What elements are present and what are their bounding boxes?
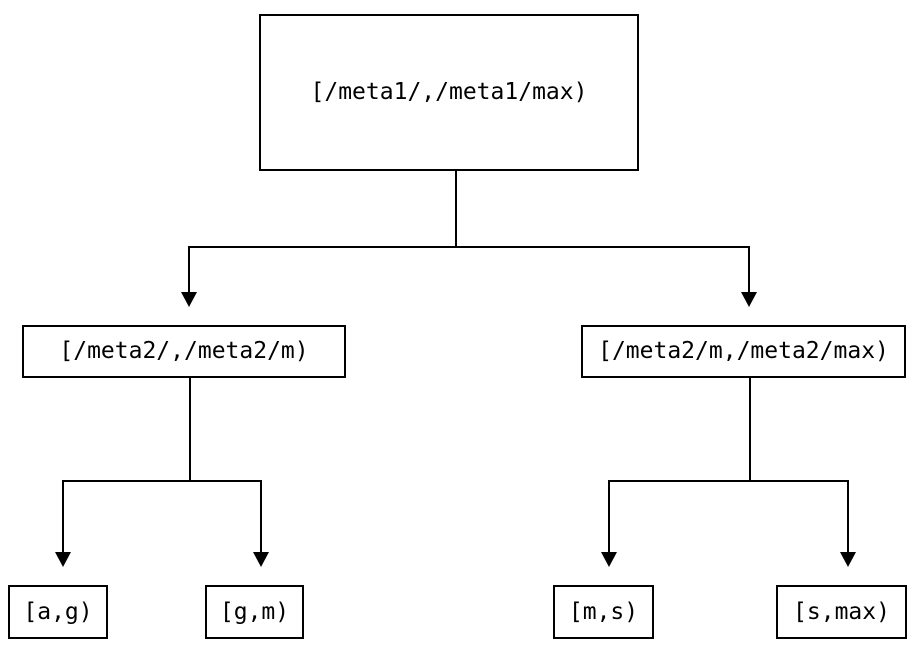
- arrowhead-to-right-node: [741, 292, 757, 307]
- node-leaf-gm: [g,m): [205, 585, 304, 639]
- arrowhead-to-leaf4: [840, 552, 856, 567]
- node-root-interval: [/meta1/,/meta1/max): [259, 14, 639, 171]
- node-leaf-smax: [s,max): [776, 585, 907, 639]
- node-right-label: [/meta2/m,/meta2/max): [598, 338, 889, 364]
- arrowhead-to-leaf2: [253, 552, 269, 567]
- arrowhead-to-leaf1: [55, 552, 71, 567]
- node-left-interval: [/meta2/,/meta2/m): [22, 325, 346, 378]
- node-leaf-ag-label: [a,g): [23, 598, 93, 625]
- node-leaf-smax-label: [s,max): [793, 598, 890, 625]
- node-leaf-ms: [m,s): [553, 585, 654, 639]
- node-left-label: [/meta2/,/meta2/m): [59, 338, 309, 364]
- arrowhead-to-leaf3: [601, 552, 617, 567]
- arrowhead-to-left-node: [181, 292, 197, 307]
- node-right-interval: [/meta2/m,/meta2/max): [581, 325, 906, 378]
- node-leaf-ag: [a,g): [8, 585, 108, 639]
- node-leaf-ms-label: [m,s): [568, 598, 639, 625]
- node-root-label: [/meta1/,/meta1/max): [310, 79, 588, 105]
- node-leaf-gm-label: [g,m): [219, 598, 290, 625]
